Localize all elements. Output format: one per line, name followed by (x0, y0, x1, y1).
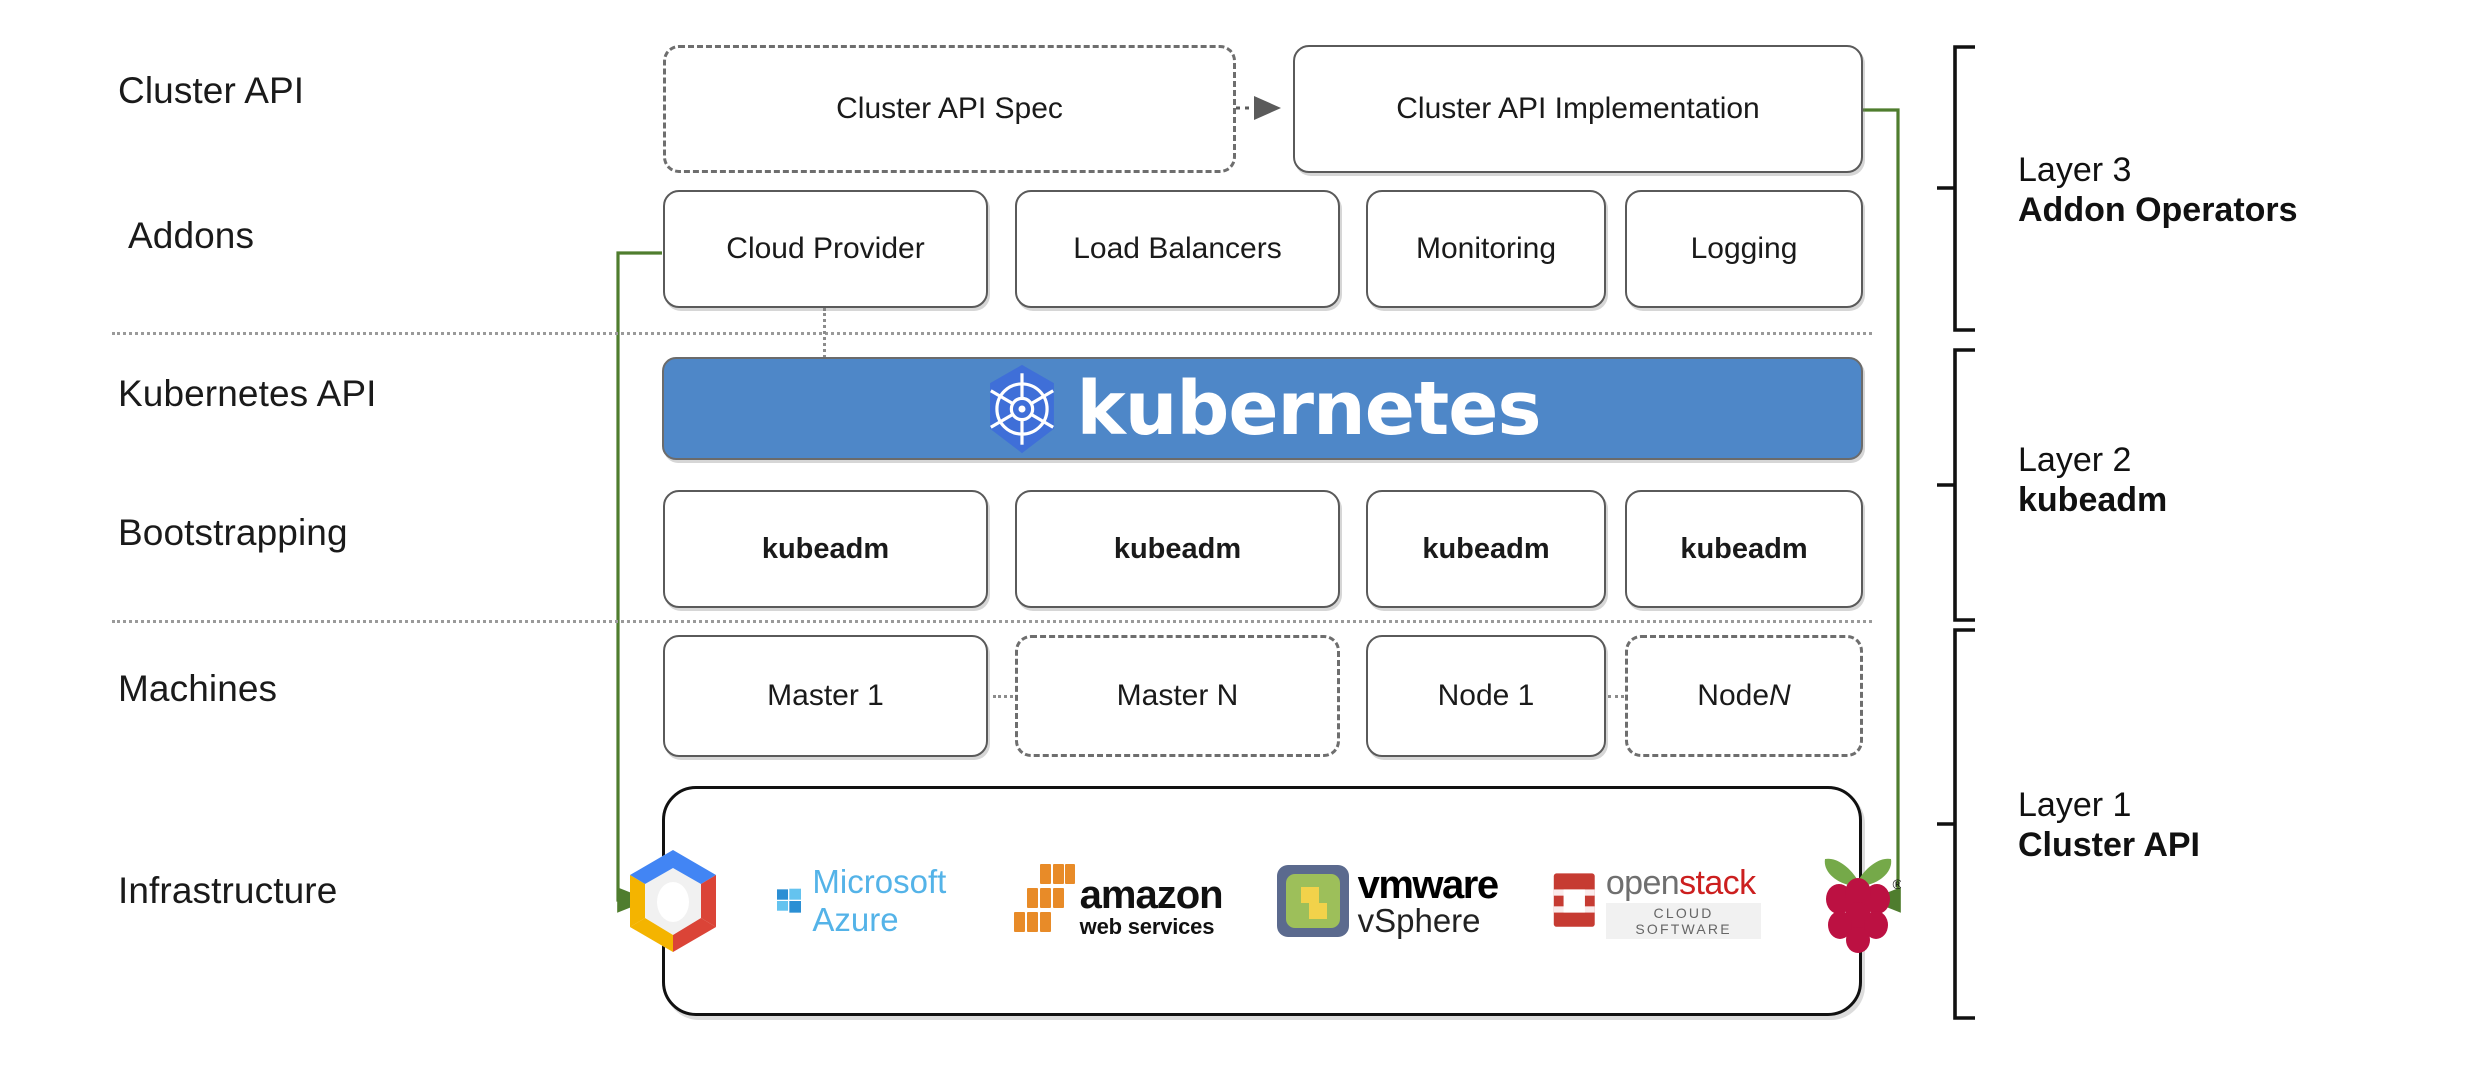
kubernetes-helm-wheel-logo (990, 364, 1055, 453)
machines-ellipsis-nodes (1608, 695, 1624, 698)
kubernetes-api-banner[interactable]: kubernetes (662, 357, 1863, 460)
layer-bracket-1 (1937, 628, 1975, 1020)
bootstrap-label-3: kubeadm (1422, 532, 1550, 565)
infrastructure-logo-strip: Microsoft Azure (629, 847, 1901, 955)
addon-label-logging: Logging (1690, 232, 1798, 265)
openstack-block-icon (1553, 873, 1595, 927)
openstack-logo: open stack CLOUD SOFTWARE (1552, 864, 1762, 939)
separator-layer2-layer1 (112, 620, 1872, 623)
vmware-vsphere-logo: vmware vSphere (1276, 862, 1499, 939)
machine-label-node-n-suffix: N (1769, 679, 1791, 712)
openstack-subtext: CLOUD SOFTWARE (1605, 902, 1762, 939)
addon-box-monitoring[interactable]: Monitoring (1366, 190, 1606, 308)
layer-3-name: Addon Operators (2018, 191, 2298, 230)
raspberry-pi-logo: ® (1815, 849, 1901, 953)
amazon-web-services-subtext: web services (1079, 914, 1215, 939)
layer-1-name: Cluster API (2018, 826, 2201, 865)
vmware-square-icon (1276, 865, 1349, 937)
cluster-api-implementation-box[interactable]: Cluster API Implementation (1293, 45, 1863, 173)
layer-bracket-2 (1937, 348, 1975, 622)
google-cloud-platform-logo (623, 847, 723, 955)
microsoft-window-icon (776, 888, 802, 913)
addon-box-load-balancers[interactable]: Load Balancers (1015, 190, 1340, 308)
layer-3-annotation: Layer 3 Addon Operators (2018, 150, 2298, 230)
openstack-wordmark-open: open (1605, 863, 1680, 902)
amazon-web-services-logo: amazon web services (1013, 862, 1224, 940)
layer-3-number: Layer 3 (2018, 151, 2132, 189)
bootstrap-box-3[interactable]: kubeadm (1366, 490, 1606, 608)
layer-2-annotation: Layer 2 kubeadm (2018, 440, 2167, 520)
row-label-cluster-api: Cluster API (118, 70, 305, 111)
layer-1-annotation: Layer 1 Cluster API (2018, 785, 2200, 865)
infrastructure-box[interactable]: Microsoft Azure (629, 786, 1901, 1016)
machine-label-node-n-prefix: Node (1697, 679, 1770, 712)
bootstrap-label-2: kubeadm (1113, 532, 1242, 565)
vsphere-subtext: vSphere (1357, 901, 1481, 939)
layer-bracket-3 (1937, 45, 1975, 332)
machine-box-master-1[interactable]: Master 1 (663, 635, 988, 757)
cluster-api-implementation-label: Cluster API Implementation (1396, 92, 1760, 125)
cloud-provider-to-kubernetes-connector (823, 308, 826, 363)
layer-2-name: kubeadm (2018, 481, 2168, 520)
layer-2-number: Layer 2 (2018, 441, 2132, 479)
machine-box-node-1[interactable]: Node 1 (1366, 635, 1606, 757)
microsoft-azure-logo: Microsoft Azure (776, 863, 960, 939)
bootstrap-label-4: kubeadm (1680, 532, 1808, 565)
cluster-api-spec-label: Cluster API Spec (836, 92, 1063, 125)
addon-label-cloud-provider: Cloud Provider (726, 232, 925, 265)
aws-cubes-icon (1013, 864, 1075, 932)
layer-1-number: Layer 1 (2018, 786, 2132, 824)
row-label-machines: Machines (118, 668, 278, 709)
bootstrap-box-2[interactable]: kubeadm (1015, 490, 1340, 608)
separator-layer3-layer2 (112, 332, 1872, 335)
row-label-infrastructure: Infrastructure (118, 870, 338, 911)
addon-label-load-balancers: Load Balancers (1073, 232, 1282, 265)
machine-label-master-1: Master 1 (767, 679, 884, 712)
kubernetes-wordmark: kubernetes (1076, 365, 1541, 452)
machines-ellipsis-masters (993, 695, 1013, 698)
openstack-wordmark-stack: stack (1679, 863, 1756, 902)
cluster-api-spec-box[interactable]: Cluster API Spec (663, 45, 1236, 173)
bootstrap-label-1: kubeadm (761, 532, 890, 565)
machine-label-node-1: Node 1 (1437, 679, 1535, 712)
bootstrap-box-4[interactable]: kubeadm (1625, 490, 1863, 608)
machine-box-node-n[interactable]: Node N (1625, 635, 1863, 757)
row-label-addons: Addons (128, 215, 255, 256)
addon-box-logging[interactable]: Logging (1625, 190, 1863, 308)
svg-text:®: ® (1891, 878, 1901, 893)
row-label-bootstrapping: Bootstrapping (118, 512, 348, 553)
addon-label-monitoring: Monitoring (1415, 232, 1557, 265)
row-label-kubernetes-api: Kubernetes API (118, 373, 377, 414)
machine-box-master-n[interactable]: Master N (1015, 635, 1340, 757)
bootstrap-box-1[interactable]: kubeadm (663, 490, 988, 608)
addon-box-cloud-provider[interactable]: Cloud Provider (663, 190, 988, 308)
green-connector-left (616, 251, 662, 913)
green-connector-right (1862, 108, 1901, 913)
vmware-wordmark: vmware (1357, 862, 1499, 907)
machine-label-master-n: Master N (1116, 679, 1239, 712)
azure-wordmark: Microsoft Azure (812, 863, 947, 938)
amazon-wordmark: amazon (1079, 873, 1224, 918)
